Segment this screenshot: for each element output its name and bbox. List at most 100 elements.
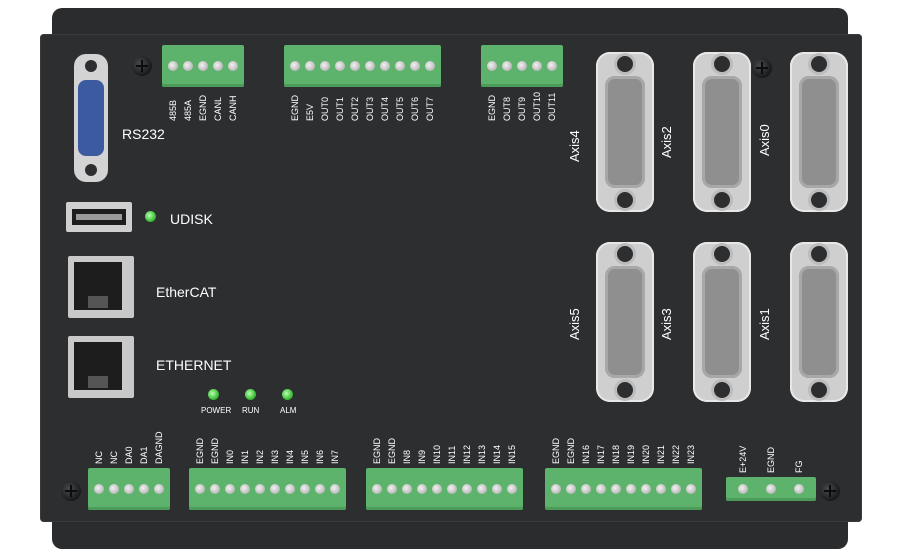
terminal-pin[interactable] (315, 484, 326, 494)
terminal-pin[interactable] (289, 61, 300, 71)
terminal-pin[interactable] (198, 61, 208, 71)
pin-label: IN5 (300, 449, 311, 464)
terminal-pin[interactable] (794, 484, 804, 494)
terminal-pin[interactable] (671, 484, 682, 494)
pin-label: EGND (565, 437, 576, 464)
terminal-pin[interactable] (565, 484, 576, 494)
axis4-connector[interactable] (596, 52, 654, 212)
terminal-pin[interactable] (228, 61, 239, 71)
terminal-pin[interactable] (626, 484, 637, 494)
axis0-connector[interactable] (790, 52, 848, 212)
terminal-pin[interactable] (139, 484, 150, 494)
terminal-pin[interactable] (154, 484, 165, 494)
terminal-pin[interactable] (300, 484, 311, 494)
terminal-pin[interactable] (431, 484, 442, 494)
pin-label: DA1 (139, 446, 150, 464)
terminal-pin[interactable] (550, 484, 561, 494)
da-terminal[interactable] (88, 468, 170, 510)
pin-label: IN6 (315, 449, 326, 464)
terminal-pin[interactable] (213, 61, 224, 71)
terminal-pin[interactable] (462, 484, 473, 494)
terminal-pin[interactable] (108, 484, 119, 494)
terminal-pin[interactable] (270, 484, 281, 494)
terminal-pin[interactable] (547, 61, 558, 71)
terminal-pin[interactable] (401, 484, 412, 494)
terminal-pin[interactable] (182, 61, 193, 71)
terminal-pin[interactable] (517, 61, 527, 71)
terminal-pin[interactable] (532, 61, 543, 71)
pin-label: IN8 (401, 449, 412, 464)
terminal-pin[interactable] (501, 61, 512, 71)
ethernet-port[interactable] (68, 336, 134, 398)
terminal-pin[interactable] (425, 61, 436, 71)
terminal-pin[interactable] (371, 484, 382, 494)
pin-label: EGND (486, 94, 497, 121)
terminal-pin[interactable] (304, 61, 315, 71)
terminal-pin[interactable] (224, 484, 235, 494)
pin-label: OUT5 (395, 96, 406, 121)
terminal-pin[interactable] (386, 484, 397, 494)
terminal-pin[interactable] (254, 484, 265, 494)
terminal-pin[interactable] (395, 61, 406, 71)
terminal-pin[interactable] (580, 484, 591, 494)
power-terminal[interactable] (726, 477, 816, 501)
axis1-connector[interactable] (790, 242, 848, 402)
terminal-pin[interactable] (738, 484, 748, 494)
input16-23-terminal[interactable] (545, 468, 702, 510)
terminal-pin[interactable] (656, 484, 667, 494)
pin-label: NC (93, 451, 104, 464)
pin-label: IN22 (671, 444, 682, 464)
axis5-connector[interactable] (596, 242, 654, 402)
terminal-pin[interactable] (380, 61, 391, 71)
terminal-pin[interactable] (349, 61, 360, 71)
terminal-pin[interactable] (507, 484, 518, 494)
pin-label: OUT10 (532, 91, 543, 121)
pin-label: CANL (213, 96, 224, 121)
pin-label: EGND (550, 437, 561, 464)
ethercat-port[interactable] (68, 256, 134, 318)
terminal-pin[interactable] (766, 484, 776, 494)
terminal-pin[interactable] (285, 484, 296, 494)
terminal-pin[interactable] (486, 61, 497, 71)
terminal-pin[interactable] (410, 61, 421, 71)
axis3-connector[interactable] (693, 242, 751, 402)
can485-terminal[interactable] (162, 45, 244, 87)
terminal-pin[interactable] (365, 61, 376, 71)
usb-port[interactable] (66, 202, 132, 232)
screw-icon (820, 481, 840, 501)
terminal-pin[interactable] (477, 484, 488, 494)
output2-terminal[interactable] (481, 45, 563, 87)
axis2-connector[interactable] (693, 52, 751, 212)
terminal-pin[interactable] (209, 484, 220, 494)
terminal-pin[interactable] (686, 484, 697, 494)
terminal-pin[interactable] (641, 484, 652, 494)
terminal-pin[interactable] (610, 484, 621, 494)
terminal-pin[interactable] (595, 484, 606, 494)
pin-label: DA0 (124, 446, 134, 464)
pin-label: OUT3 (365, 96, 376, 121)
terminal-pin[interactable] (447, 484, 458, 494)
pin-label: DAGND (154, 431, 165, 464)
pin-label: IN23 (686, 444, 697, 464)
terminal-pin[interactable] (330, 484, 341, 494)
pin-label: OUT0 (319, 96, 330, 121)
output-terminal[interactable] (284, 45, 441, 87)
power-led (208, 389, 219, 400)
run-led (245, 389, 256, 400)
pin-label: 485B (167, 99, 178, 121)
terminal-pin[interactable] (319, 61, 330, 71)
input0-7-terminal[interactable] (189, 468, 346, 510)
screw-icon (132, 56, 152, 76)
pin-label: IN16 (580, 444, 591, 464)
terminal-pin[interactable] (93, 484, 104, 494)
terminal-pin[interactable] (194, 484, 205, 494)
rs232-connector[interactable] (74, 54, 108, 182)
terminal-pin[interactable] (492, 484, 503, 494)
terminal-pin[interactable] (239, 484, 250, 494)
pin-label: IN18 (610, 444, 621, 464)
terminal-pin[interactable] (124, 484, 134, 494)
terminal-pin[interactable] (416, 484, 427, 494)
input8-15-terminal[interactable] (366, 468, 523, 510)
terminal-pin[interactable] (167, 61, 178, 71)
terminal-pin[interactable] (334, 61, 345, 71)
